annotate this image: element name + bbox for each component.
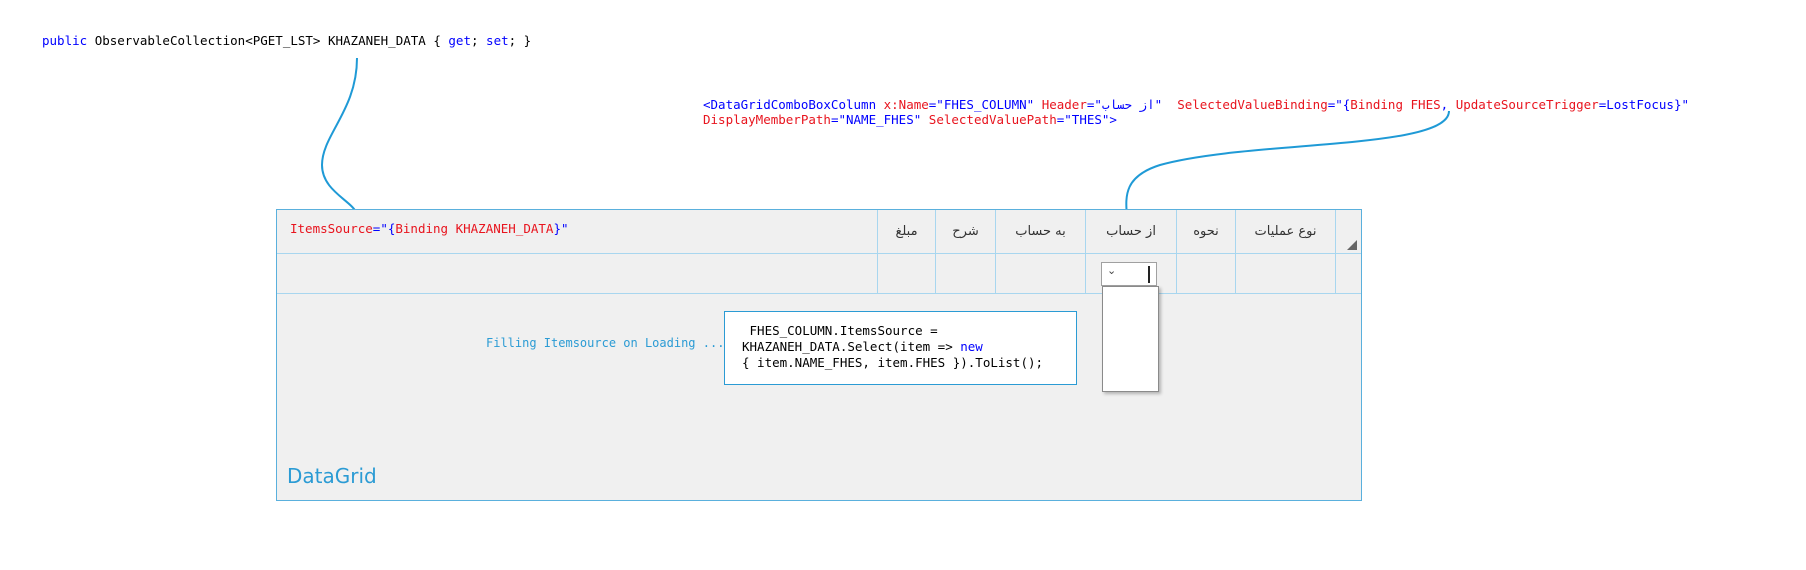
- xaml-punct: ="{: [372, 221, 396, 236]
- xaml-binding-path: FHES: [1410, 97, 1441, 112]
- xaml-binding-path: KHAZANEH_DATA: [455, 221, 554, 236]
- xaml-punct: }": [1673, 97, 1690, 112]
- xaml-punct: =": [928, 97, 944, 112]
- xaml-punct: =": [1086, 97, 1102, 112]
- grid-cell[interactable]: [877, 254, 935, 293]
- fill-code-line-1: FHES_COLUMN.ItemsSource =: [742, 323, 938, 338]
- xaml-value-name-fhes: NAME_FHES: [846, 112, 914, 127]
- xaml-attr-update-source-trigger: UpdateSourceTrigger: [1455, 97, 1599, 112]
- grid-cell[interactable]: [935, 254, 995, 293]
- column-header-label: مبلغ: [895, 224, 918, 239]
- keyword-public: public: [42, 33, 88, 48]
- grid-cell[interactable]: [1235, 254, 1335, 293]
- xaml-punct: ,: [1440, 97, 1449, 112]
- keyword-new: new: [960, 339, 983, 354]
- datagrid-header-row: نوع عملیات نحوه از حساب به حساب شرح مبلغ…: [277, 210, 1361, 254]
- xaml-attr-name: x:Name: [883, 97, 929, 112]
- chevron-down-icon[interactable]: ⌄: [1107, 264, 1117, 277]
- xaml-punct: ">: [1101, 112, 1117, 127]
- column-header-label: به حساب: [1015, 224, 1066, 239]
- column-header-label: شرح: [952, 224, 979, 239]
- fill-code-text: KHAZANEH_DATA.Select(item =>: [742, 339, 961, 354]
- xaml-punct: ": [913, 112, 922, 127]
- xaml-punct: ": [1026, 97, 1035, 112]
- xaml-binding-keyword: Binding: [1350, 97, 1403, 112]
- fill-code-line-2: KHAZANEH_DATA.Select(item => new: [742, 339, 1076, 355]
- xaml-value-thes: THES: [1071, 112, 1102, 127]
- xaml-value-header: از حساب: [1101, 97, 1155, 112]
- xaml-punct: =": [830, 112, 846, 127]
- xaml-punct: =": [1056, 112, 1072, 127]
- row-header-corner[interactable]: [1335, 210, 1361, 253]
- column-header-label: از حساب: [1106, 224, 1156, 239]
- column-header-to-account[interactable]: به حساب: [995, 210, 1085, 253]
- xaml-punct: }": [553, 221, 569, 236]
- xaml-binding-keyword: Binding: [395, 221, 449, 236]
- grid-cell[interactable]: [995, 254, 1085, 293]
- grid-cell[interactable]: [1085, 254, 1176, 293]
- column-header-label: نحوه: [1193, 224, 1219, 239]
- property-declaration: public ObservableCollection<PGET_LST> KH…: [42, 33, 531, 48]
- column-header-label: نوع عملیات: [1254, 224, 1317, 239]
- xaml-column-definition: <DataGridComboBoxColumn x:Name="FHES_COL…: [703, 97, 1689, 127]
- xaml-line-1: <DataGridComboBoxColumn x:Name="FHES_COL…: [703, 97, 1689, 112]
- property-type: ObservableCollection<PGET_LST> KHAZANEH_…: [94, 33, 449, 48]
- xaml-value-name: FHES_COLUMN: [943, 97, 1027, 112]
- column-header-description[interactable]: شرح: [935, 210, 995, 253]
- row-header-cell: [1335, 254, 1361, 293]
- keyword-set: set: [486, 33, 509, 48]
- xaml-punct: =: [1598, 97, 1607, 112]
- datagrid: نوع عملیات نحوه از حساب به حساب شرح مبلغ…: [276, 209, 1362, 501]
- select-all-corner-icon: [1347, 240, 1357, 250]
- from-account-combobox[interactable]: ⌄: [1101, 262, 1157, 286]
- filling-note: Filling Itemsource on Loading ...: [486, 336, 725, 350]
- fill-code-line-3: { item.NAME_FHES, item.FHES }).ToList();: [742, 355, 1044, 370]
- xaml-punct: ": [1154, 97, 1163, 112]
- xaml-value-lostfocus: LostFocus: [1606, 97, 1674, 112]
- xaml-attr-header: Header: [1041, 97, 1087, 112]
- datagrid-new-row: [277, 254, 1361, 294]
- column-header-amount[interactable]: مبلغ: [877, 210, 935, 253]
- items-source-binding: ItemsSource="{Binding KHAZANEH_DATA}": [290, 221, 569, 236]
- xaml-attr-display-member-path: DisplayMemberPath: [703, 112, 831, 127]
- grid-cell[interactable]: [1176, 254, 1235, 293]
- xaml-attr-items-source: ItemsSource: [290, 221, 373, 236]
- keyword-get: get: [448, 33, 471, 48]
- connector-items-source: [320, 57, 358, 213]
- combobox-dropdown-list[interactable]: [1102, 286, 1159, 392]
- code-separator: ;: [470, 33, 487, 48]
- fill-code-box: FHES_COLUMN.ItemsSource =KHAZANEH_DATA.S…: [724, 311, 1077, 385]
- column-header-from-account[interactable]: از حساب: [1085, 210, 1176, 253]
- xaml-punct: ="{: [1327, 97, 1351, 112]
- datagrid-label: DataGrid: [287, 464, 377, 488]
- xaml-line-2: DisplayMemberPath="NAME_FHES" SelectedVa…: [703, 112, 1689, 127]
- text-caret: [1148, 266, 1150, 283]
- xaml-tag: <DataGridComboBoxColumn: [703, 97, 877, 112]
- column-header-operation-type[interactable]: نوع عملیات: [1235, 210, 1335, 253]
- column-header-method[interactable]: نحوه: [1176, 210, 1235, 253]
- connector-combo-column: [1125, 110, 1450, 217]
- xaml-attr-selected-value-binding: SelectedValueBinding: [1177, 97, 1328, 112]
- xaml-attr-selected-value-path: SelectedValuePath: [928, 112, 1057, 127]
- code-end: ; }: [508, 33, 532, 48]
